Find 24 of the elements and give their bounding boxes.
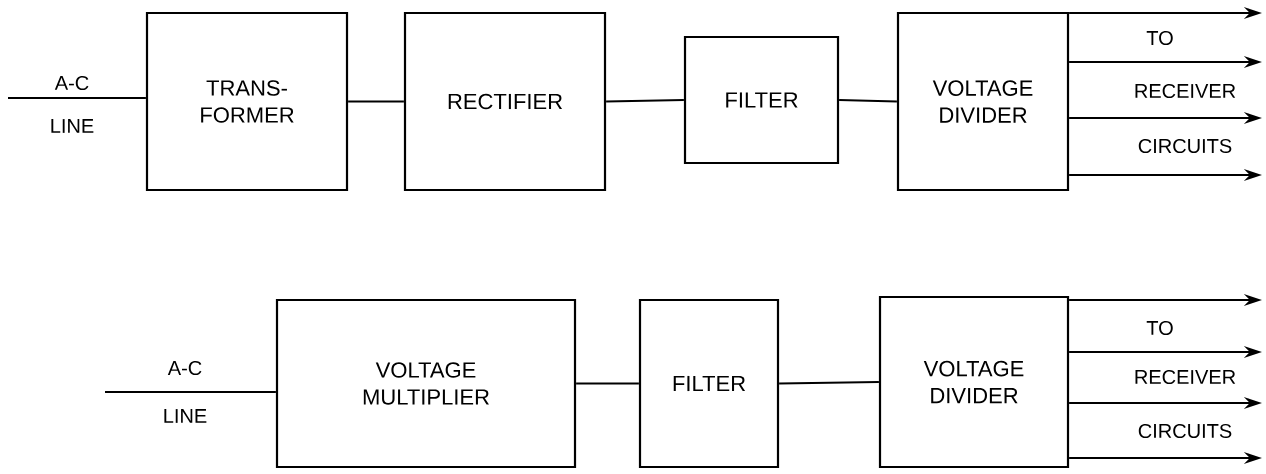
- block-box: VOLTAGE MULTIPLIER: [275, 298, 577, 469]
- signal-label: TO: [1146, 30, 1173, 46]
- block-box: VOLTAGE DIVIDER: [896, 11, 1070, 192]
- signal-label: LINE: [164, 409, 207, 423]
- signal-label: A-C: [167, 360, 202, 376]
- block-box: FILTER: [683, 35, 840, 165]
- signal-label: A-C: [54, 75, 89, 91]
- block-box: TRANS- FORMER: [145, 11, 349, 192]
- connector-line: [348, 100, 404, 103]
- signal-label: RECEIVER: [1135, 369, 1236, 385]
- block-box: RECTIFIER: [403, 11, 607, 192]
- connector-line: [779, 380, 879, 385]
- block-box: VOLTAGE DIVIDER: [878, 295, 1070, 469]
- connector-line: [576, 382, 639, 385]
- connector-line: [8, 96, 146, 100]
- signal-label: CIRCUITS: [1138, 138, 1232, 154]
- block-box: FILTER: [638, 298, 780, 469]
- connector-line: [606, 98, 684, 103]
- connector-line: [105, 390, 276, 394]
- signal-label: TO: [1146, 320, 1173, 336]
- signal-label: RECEIVER: [1135, 83, 1236, 99]
- connector-line: [839, 98, 897, 103]
- signal-label: CIRCUITS: [1138, 423, 1232, 439]
- signal-label: LINE: [51, 119, 94, 133]
